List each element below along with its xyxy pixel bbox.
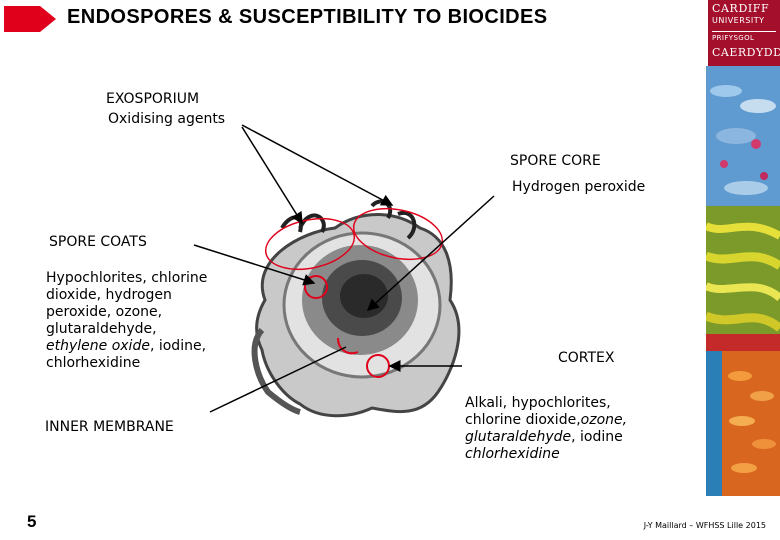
arrow-exosporium-right xyxy=(241,124,394,206)
microscopy-image-strip xyxy=(706,66,780,540)
title-arrow-shape xyxy=(4,6,56,32)
cortex-agents-line: Alkali, hypochlorites, xyxy=(465,395,611,411)
cortex-agents-line: glutaraldehyde, iodine xyxy=(465,429,627,446)
logo-text-prifysgol: PRIFYSGOL xyxy=(712,34,755,42)
spore-coats-agents-italic: ethylene oxide xyxy=(46,338,150,354)
arrow-spore-coats xyxy=(193,244,316,286)
spore-coats-agents-line: Hypochlorites, chlorine xyxy=(46,270,208,286)
logo-text-caerdydd: CAERDYDD xyxy=(712,46,780,59)
logo-divider xyxy=(712,31,776,32)
page-number: 5 xyxy=(27,512,37,531)
inner-membrane-label: INNER MEMBRANE xyxy=(45,419,174,435)
spore-coats-agents-line: dioxide, hydrogen xyxy=(46,287,172,303)
cardiff-university-logo: CARDIFF UNIVERSITY PRIFYSGOL CAERDYDD xyxy=(708,0,780,66)
cortex-agents-plain: chlorine dioxide, xyxy=(465,412,581,428)
slide-title: ENDOSPORES & SUSCEPTIBILITY TO BIOCIDES xyxy=(67,6,548,28)
arrow-exosporium-left xyxy=(241,126,303,225)
logo-text-cardiff: CARDIFF xyxy=(712,2,770,15)
endospore-micrograph xyxy=(251,199,461,418)
spore-coats-agents: Hypochlorites, chlorine dioxide, hydroge… xyxy=(46,270,207,372)
microscopy-image-bacilli-orange xyxy=(706,351,780,496)
spore-coats-label: SPORE COATS xyxy=(49,234,147,250)
exosporium-marker-left xyxy=(264,217,356,271)
cortex-label: CORTEX xyxy=(558,350,615,366)
microscopy-image-bacteria-blue xyxy=(706,66,780,206)
exosporium-agents: Oxidising agents xyxy=(108,111,226,127)
spore-coats-marker xyxy=(304,275,328,299)
spore-core-agents: Hydrogen peroxide xyxy=(512,179,646,195)
cortex-agents-line: chlorhexidine xyxy=(465,446,560,462)
line-inner-membrane xyxy=(209,346,347,413)
spore-coats-agents-line: glutaraldehyde, xyxy=(46,321,157,337)
cortex-agents: Alkali, hypochlorites, chlorine dioxide,… xyxy=(465,395,627,463)
microscopy-image-fibres-yellow xyxy=(706,206,780,351)
cortex-agents-line: chlorine dioxide,ozone, xyxy=(465,412,627,429)
spore-coats-agents-line: ethylene oxide, iodine, xyxy=(46,338,207,355)
cortex-agents-italic: glutaraldehyde xyxy=(465,429,572,445)
cortex-agents-plain: , iodine xyxy=(571,429,623,445)
spore-coats-agents-line: peroxide, ozone, xyxy=(46,304,163,320)
exosporium-label: EXOSPORIUM xyxy=(106,91,200,107)
cortex-agents-italic: ozone, xyxy=(580,412,628,428)
inner-membrane-marker xyxy=(337,337,359,355)
spore-coats-agents-tail: , iodine, xyxy=(149,338,207,354)
logo-text-university: UNIVERSITY xyxy=(712,16,765,25)
spore-core-label: SPORE CORE xyxy=(510,153,601,169)
arrow-spore-core xyxy=(366,195,495,312)
footer-credit: J-Y Maillard – WFHSS Lille 2015 xyxy=(643,521,766,530)
spore-coats-agents-line: chlorhexidine xyxy=(46,355,141,371)
